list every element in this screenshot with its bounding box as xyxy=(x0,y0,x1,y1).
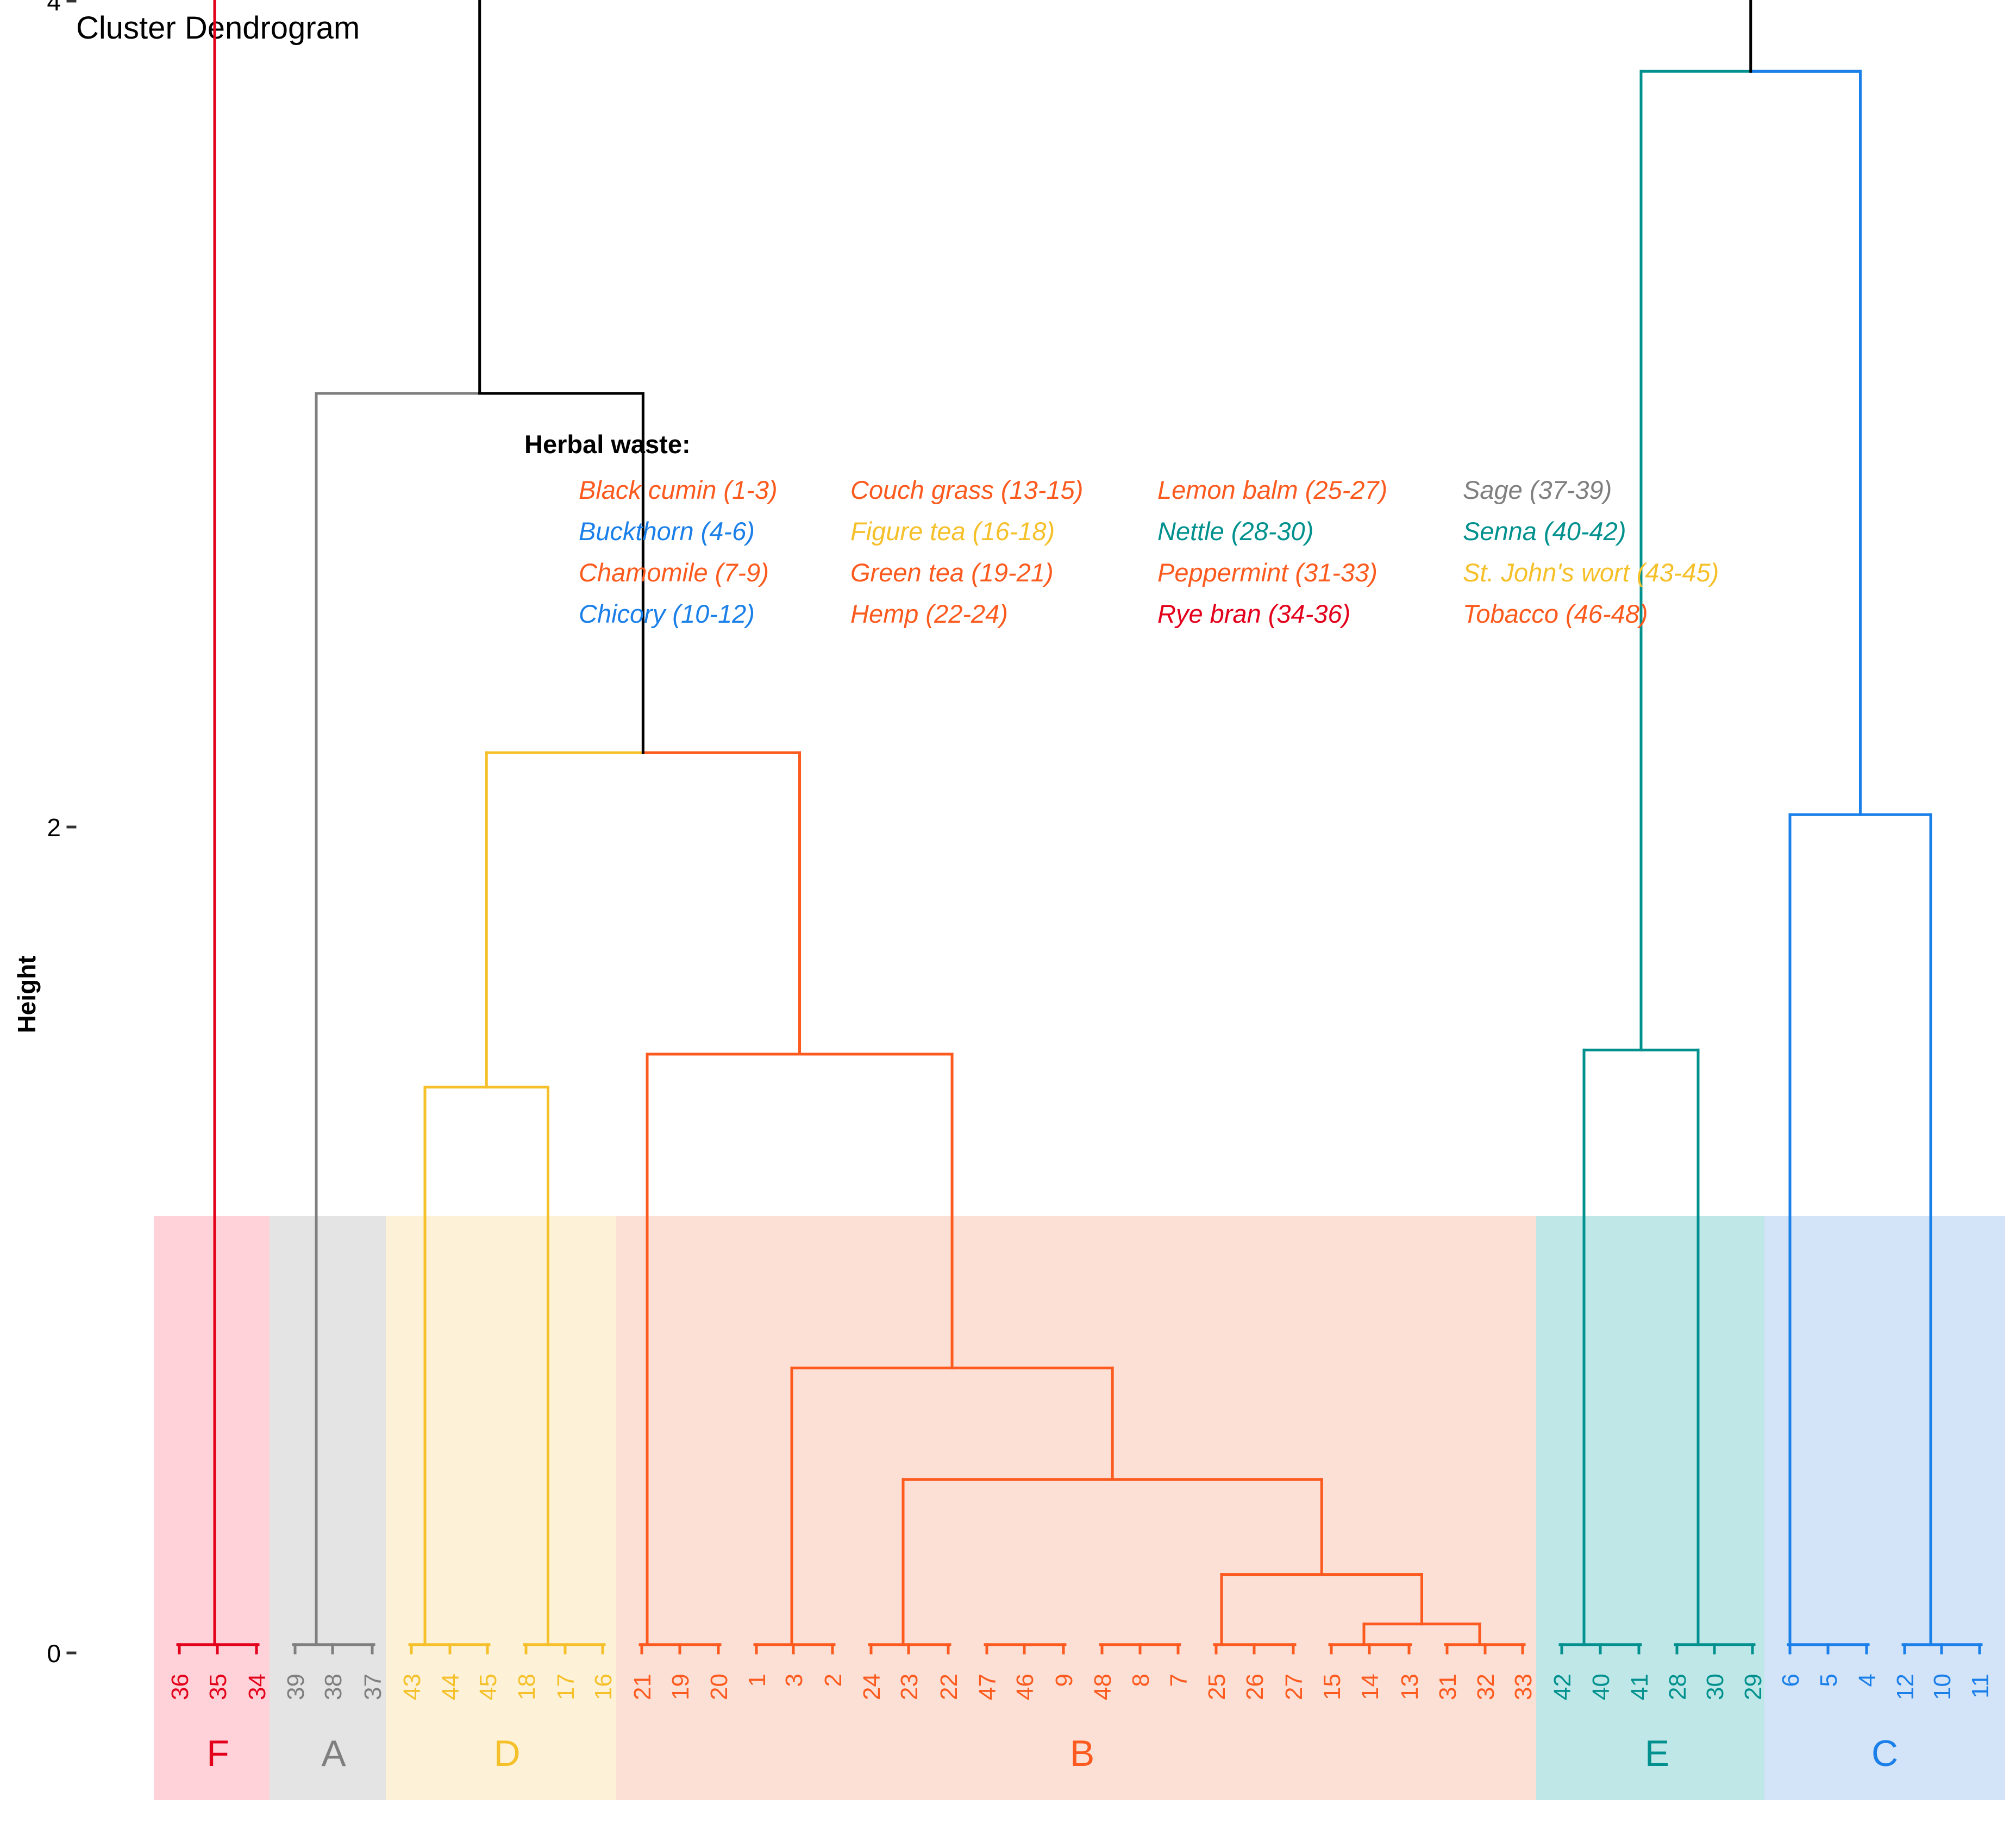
cluster-label-E: E xyxy=(1645,1733,1669,1774)
leaf-label-9: 9 xyxy=(1051,1674,1078,1687)
leaf-label-14: 14 xyxy=(1357,1674,1383,1700)
leaf-label-48: 48 xyxy=(1090,1674,1116,1700)
leaf-label-4: 4 xyxy=(1854,1674,1881,1687)
cluster-label-C: C xyxy=(1871,1733,1898,1774)
leaf-label-32: 32 xyxy=(1473,1674,1499,1700)
leaf-label-34: 34 xyxy=(244,1674,271,1700)
leaf-label-5: 5 xyxy=(1815,1674,1842,1687)
leaf-label-18: 18 xyxy=(514,1674,540,1700)
leaf-label-19: 19 xyxy=(667,1674,694,1700)
legend-item: Black cumin (1-3) xyxy=(579,475,778,504)
leaf-label-24: 24 xyxy=(859,1674,885,1700)
leaf-label-42: 42 xyxy=(1549,1674,1576,1700)
legend-item: Chicory (10-12) xyxy=(579,599,755,628)
cluster-region-B xyxy=(616,1216,1548,1800)
legend-title: Herbal waste: xyxy=(524,430,691,459)
legend-item: Tobacco (46-48) xyxy=(1463,599,1648,628)
cluster-region-D xyxy=(386,1216,628,1800)
legend-item: Sage (37-39) xyxy=(1463,475,1612,504)
leaf-label-30: 30 xyxy=(1702,1674,1729,1700)
leaf-label-15: 15 xyxy=(1319,1674,1345,1700)
legend-item: Chamomile (7-9) xyxy=(579,558,769,587)
leaf-label-11: 11 xyxy=(1967,1674,1994,1699)
leaf-label-37: 37 xyxy=(360,1674,386,1700)
leaf-label-40: 40 xyxy=(1588,1674,1614,1700)
cluster-label-B: B xyxy=(1070,1733,1094,1774)
cluster-region-E xyxy=(1536,1216,1778,1800)
leaf-label-17: 17 xyxy=(553,1674,579,1700)
leaf-label-26: 26 xyxy=(1242,1674,1268,1700)
leaf-label-46: 46 xyxy=(1012,1674,1038,1700)
legend-item: Hemp (22-24) xyxy=(850,599,1008,628)
leaf-label-47: 47 xyxy=(974,1674,1001,1700)
legend-item: Buckthorn (4-6) xyxy=(579,517,755,546)
legend-item: St. John's wort (43-45) xyxy=(1463,558,1719,587)
y-tick-label-2: 2 xyxy=(47,813,61,842)
leaf-label-7: 7 xyxy=(1166,1674,1192,1687)
y-axis-title: Height xyxy=(12,955,41,1033)
leaf-label-2: 2 xyxy=(820,1674,847,1687)
leaf-label-22: 22 xyxy=(936,1674,962,1700)
cluster-label-D: D xyxy=(493,1733,520,1774)
legend-item: Figure tea (16-18) xyxy=(850,517,1055,546)
leaf-label-36: 36 xyxy=(167,1674,193,1700)
leaf-label-13: 13 xyxy=(1397,1674,1423,1700)
cluster-label-A: A xyxy=(321,1733,346,1774)
legend-item: Lemon balm (25-27) xyxy=(1157,475,1388,504)
leaf-label-21: 21 xyxy=(629,1674,656,1700)
y-tick-label-4: 4 xyxy=(47,0,61,16)
leaf-label-44: 44 xyxy=(437,1674,464,1700)
leaf-label-27: 27 xyxy=(1281,1674,1307,1700)
leaf-label-1: 1 xyxy=(744,1674,771,1687)
leaf-label-43: 43 xyxy=(399,1674,425,1700)
cluster-region-C xyxy=(1764,1216,2005,1800)
leaf-label-38: 38 xyxy=(320,1674,347,1700)
leaf-label-12: 12 xyxy=(1892,1674,1919,1700)
leaf-label-39: 39 xyxy=(283,1674,309,1700)
legend-item: Senna (40-42) xyxy=(1463,517,1626,546)
legend-item: Rye bran (34-36) xyxy=(1157,599,1351,628)
leaf-label-41: 41 xyxy=(1626,1674,1653,1700)
leaf-label-20: 20 xyxy=(706,1674,732,1700)
leaf-label-45: 45 xyxy=(475,1674,502,1700)
y-tick-label-0: 0 xyxy=(47,1639,61,1668)
leaf-label-16: 16 xyxy=(590,1674,617,1700)
leaf-label-33: 33 xyxy=(1510,1674,1537,1700)
leaf-label-8: 8 xyxy=(1128,1674,1154,1687)
cluster-region-F xyxy=(154,1216,282,1800)
leaf-label-28: 28 xyxy=(1664,1674,1691,1700)
legend-item: Peppermint (31-33) xyxy=(1157,558,1378,587)
leaf-label-31: 31 xyxy=(1435,1674,1461,1700)
leaf-label-10: 10 xyxy=(1929,1674,1956,1700)
legend-item: Green tea (19-21) xyxy=(850,558,1054,587)
leaf-label-23: 23 xyxy=(896,1674,923,1700)
chart-title: Cluster Dendrogram xyxy=(76,10,360,46)
leaf-label-6: 6 xyxy=(1777,1674,1804,1687)
cluster-region-A xyxy=(270,1216,398,1800)
leaf-label-25: 25 xyxy=(1204,1674,1230,1700)
leaf-label-35: 35 xyxy=(205,1674,231,1700)
legend-item: Couch grass (13-15) xyxy=(850,475,1084,504)
legend-item: Nettle (28-30) xyxy=(1157,517,1314,546)
leaf-label-29: 29 xyxy=(1740,1674,1767,1700)
cluster-label-F: F xyxy=(206,1733,229,1774)
leaf-label-3: 3 xyxy=(781,1674,807,1687)
